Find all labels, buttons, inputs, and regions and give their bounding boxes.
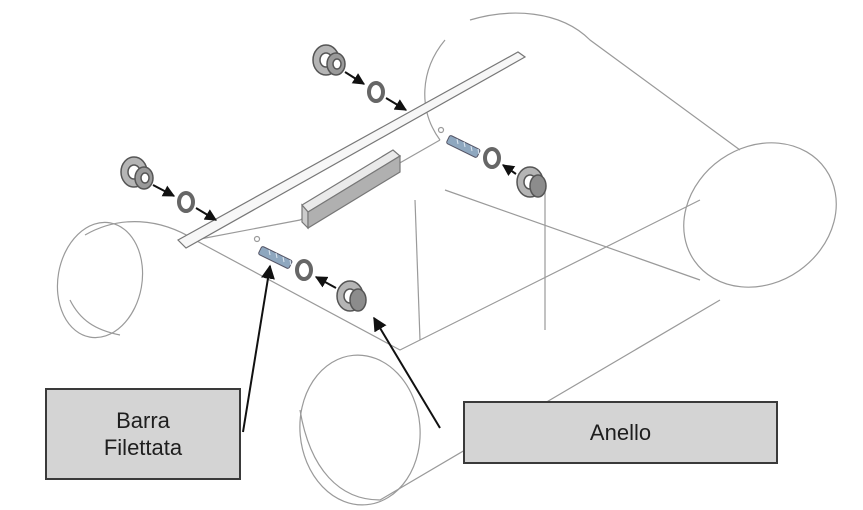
hole-right [437, 126, 445, 134]
ring-front-right [483, 147, 501, 169]
center-block [301, 149, 402, 230]
arrow-front-left [314, 276, 337, 289]
collar-front-left [336, 280, 367, 312]
collar-front-right [516, 166, 547, 198]
flat-bar [177, 51, 527, 249]
roller-top-right [424, 12, 837, 288]
arrow-top-2 [385, 97, 408, 111]
callout-ring-label: Anello [589, 419, 652, 445]
threaded-rod-left [258, 246, 293, 269]
arrow-front-right [502, 164, 517, 177]
callout-threaded-rod: Barra Filettata [45, 388, 241, 480]
collar-left [120, 156, 154, 190]
arrow-left-1 [152, 184, 176, 197]
callout-ring: Anello [463, 401, 778, 464]
leader-anello [373, 316, 441, 429]
callout-threaded-rod-line1: Barra [116, 407, 170, 433]
callout-threaded-rod-line2: Filettata [103, 435, 183, 460]
ring-front-left [295, 259, 313, 281]
ring-top [367, 81, 385, 103]
arrow-left-2 [195, 207, 218, 221]
threaded-rod-right [446, 135, 481, 158]
collar-top [312, 44, 346, 76]
roller-left [56, 221, 196, 339]
hole-left [253, 235, 261, 243]
arrow-top-1 [344, 71, 366, 85]
ring-left [177, 191, 195, 213]
leader-barra [242, 264, 275, 433]
